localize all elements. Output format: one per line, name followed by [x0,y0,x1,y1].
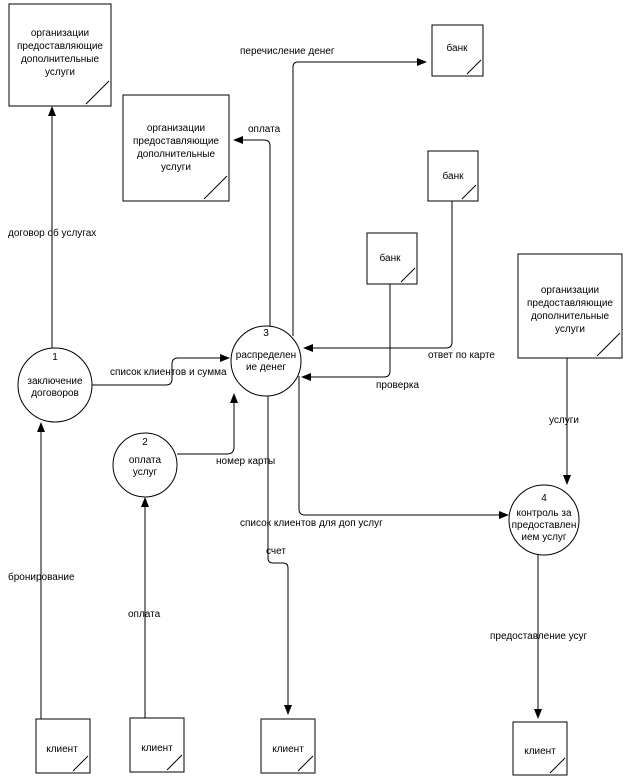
svg-text:клиент: клиент [141,743,173,754]
svg-text:заключение: заключение [27,376,83,387]
svg-text:ием услуг: ием услуг [521,532,567,543]
svg-text:услуг: услуг [133,467,158,478]
svg-text:бронирование: бронирование [8,571,75,583]
flow-perechislenie: перечисление денег [240,46,427,336]
svg-text:дополнительные: дополнительные [531,311,610,322]
flow-uslugi: услуги [549,358,579,485]
svg-text:перечисление денег: перечисление денег [240,46,335,57]
svg-text:2: 2 [142,437,148,448]
svg-text:банк: банк [380,252,402,264]
svg-text:предоставление усуг: предоставление усуг [490,631,588,642]
svg-text:договоров: договоров [31,388,79,399]
flow-predostavlenie: предоставление усуг [490,555,588,719]
entity-bank-top: банк [431,24,484,77]
svg-text:проверка: проверка [376,380,419,391]
entity-org-right: организации предоставляющие дополнительн… [517,253,623,359]
flow-bronirovanie: бронирование [8,422,75,719]
svg-text:1: 1 [52,352,58,363]
flow-spisok-dop: список клиентов для доп услуг [240,376,509,529]
flow-schet: счет [266,396,292,715]
svg-text:список клиентов для доп услуг: список клиентов для доп услуг [240,518,383,529]
process-3: 3 распределен ие денег [230,325,302,397]
svg-text:3: 3 [263,328,269,339]
svg-text:номер карты: номер карты [216,456,275,467]
svg-text:организации: организации [31,28,89,39]
svg-text:распределен: распределен [236,350,296,361]
svg-text:оплата: оплата [129,455,162,466]
flow-nomer-karty: номер карты [177,393,275,467]
svg-text:услуги: услуги [555,324,585,335]
svg-text:ие денег: ие денег [246,362,286,373]
svg-text:счет: счет [266,546,286,557]
svg-text:предоставляющие: предоставляющие [133,136,219,147]
svg-text:оплата: оплата [248,124,281,135]
svg-text:банк: банк [443,170,465,182]
process-1: 1 заключение договоров [17,347,93,423]
process-2: 2 оплата услуг [112,432,178,498]
svg-text:организации: организации [147,123,205,134]
entity-client-4: клиент [512,721,568,776]
entity-org-top-left: организации предоставляющие дополнительн… [8,3,112,107]
svg-text:клиент: клиент [46,744,78,755]
process-4: 4 контроль за предоставлен ием услуг [508,484,580,556]
svg-text:клиент: клиент [524,746,556,757]
svg-text:услуги: услуги [549,415,579,426]
entity-client-1: клиент [35,718,91,774]
svg-text:договор об услугах: договор об услугах [8,227,96,239]
svg-text:услуги: услуги [45,67,75,78]
svg-text:дополнительные: дополнительные [137,149,216,160]
svg-text:дополнительные: дополнительные [21,54,100,65]
svg-text:оплата: оплата [128,609,161,620]
flow-oplata-org: оплата [233,124,281,326]
svg-text:клиент: клиент [272,744,304,755]
entity-client-2: клиент [129,717,185,773]
svg-text:предоставлен: предоставлен [512,520,577,531]
entity-client-3: клиент [260,718,316,774]
entity-org-middle: организации предоставляющие дополнительн… [122,94,230,202]
entity-bank-mid-right: банк [427,150,479,202]
flow-otvet: ответ по карте [303,201,495,361]
svg-text:список клиентов и сумма: список клиентов и сумма [110,367,227,378]
flow-oplata-client: оплата [128,497,161,718]
svg-text:предоставляющие: предоставляющие [527,298,613,309]
svg-text:услуги: услуги [161,162,191,173]
svg-text:ответ по карте: ответ по карте [428,350,495,361]
svg-text:4: 4 [541,493,547,504]
svg-text:предоставляющие: предоставляющие [17,41,103,52]
flow-spisok-summa: список клиентов и сумма [92,354,230,386]
svg-text:контроль за: контроль за [516,508,571,519]
svg-text:организации: организации [541,285,599,296]
svg-text:банк: банк [447,42,469,54]
flow-proverka: проверка [301,284,419,391]
entity-bank-mid-left: банк [366,232,418,285]
flow-dogovor: договор об услугах [8,106,96,348]
